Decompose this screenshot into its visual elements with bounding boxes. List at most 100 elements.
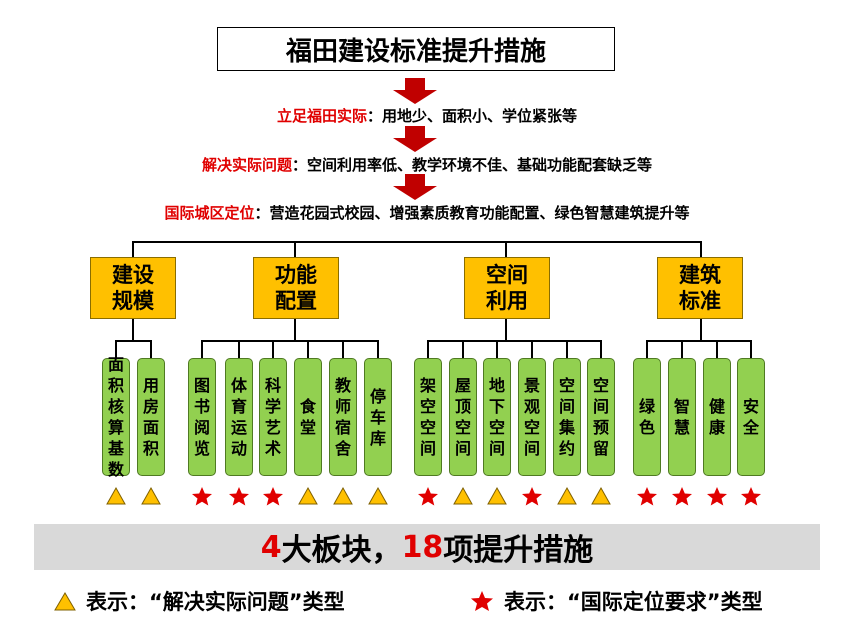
category-box-scale: 建设 规模 (90, 257, 176, 319)
measure-item-label: 体育运动 (231, 376, 248, 458)
category-line: 功能 (275, 263, 317, 287)
connector-line (600, 340, 602, 358)
measure-item: 绿色 (633, 358, 661, 476)
measure-item-label: 绿色 (639, 397, 656, 437)
category-box-building: 建筑 标准 (657, 257, 743, 319)
connector-line (150, 340, 152, 358)
measure-item: 体育运动 (225, 358, 253, 476)
measure-item-label: 科学艺术 (265, 376, 282, 458)
category-line: 利用 (486, 289, 528, 313)
measure-item-label: 安全 (743, 397, 760, 437)
measure-item-label: 架空空间 (420, 376, 437, 458)
summary-count-measures: 18 (401, 529, 444, 565)
connector-line (716, 340, 718, 358)
measure-item: 智慧 (668, 358, 696, 476)
category-box-function: 功能 配置 (253, 257, 339, 319)
measure-item: 食堂 (294, 358, 322, 476)
category-line: 建筑 (679, 263, 721, 287)
triangle-icon (106, 486, 126, 505)
connector-line (307, 340, 309, 358)
measure-item: 健康 (703, 358, 731, 476)
connector-line (115, 340, 117, 358)
diagram-title: 福田建设标准提升措施 (217, 27, 615, 71)
category-box-space: 空间 利用 (464, 257, 550, 319)
summary-text-1: 大板块， (281, 533, 402, 568)
connector-line (132, 241, 134, 257)
star-icon (707, 487, 727, 506)
context-row-3-label: 国际城区定位 (164, 204, 255, 222)
measure-item-label: 智慧 (674, 397, 691, 437)
connector-line (132, 241, 701, 243)
down-arrow-icon (393, 174, 437, 200)
star-icon (418, 487, 438, 506)
connector-line (294, 319, 296, 341)
context-row-1: 立足福田实际：用地少、面积小、学位紧张等 (0, 105, 854, 126)
down-arrow-icon (393, 126, 437, 152)
measure-item: 屋顶空间 (449, 358, 477, 476)
measure-item-label: 教师宿舍 (335, 376, 352, 458)
category-line: 空间 (486, 263, 528, 287)
connector-line (427, 340, 601, 342)
connector-line (505, 319, 507, 341)
measure-item: 图书阅览 (188, 358, 216, 476)
measure-item-label: 屋顶空间 (455, 376, 472, 458)
connector-line (427, 340, 429, 358)
measure-item-label: 食堂 (300, 397, 317, 437)
category-line: 建设 (112, 263, 154, 287)
star-icon (741, 487, 761, 506)
star-icon (471, 591, 493, 611)
star-icon (192, 487, 212, 506)
triangle-icon (453, 486, 473, 505)
connector-line (201, 340, 203, 358)
measure-item-label: 停车库 (370, 386, 387, 448)
star-icon (672, 487, 692, 506)
measure-item: 教师宿舍 (329, 358, 357, 476)
legend-star: 表示：“国际定位要求”类型 (470, 586, 763, 616)
connector-line (201, 340, 378, 342)
context-row-2: 解决实际问题：空间利用率低、教学环境不佳、基础功能配套缺乏等 (0, 154, 854, 175)
connector-line (294, 241, 296, 257)
connector-line (238, 340, 240, 358)
connector-line (342, 340, 344, 358)
triangle-icon (141, 486, 161, 505)
connector-line (566, 340, 568, 358)
connector-line (531, 340, 533, 358)
connector-line (496, 340, 498, 358)
triangle-icon (333, 486, 353, 505)
category-line: 配置 (275, 289, 317, 313)
triangle-icon (298, 486, 318, 505)
context-row-3: 国际城区定位：营造花园式校园、增强素质教育功能配置、绿色智慧建筑提升等 (0, 202, 854, 223)
connector-line (750, 340, 752, 358)
measure-item: 地下空间 (483, 358, 511, 476)
triangle-icon (557, 486, 577, 505)
measure-item: 空间预留 (587, 358, 615, 476)
measure-item: 安全 (737, 358, 765, 476)
measure-item: 面积核算基数 (102, 355, 130, 479)
connector-line (132, 319, 134, 341)
connector-line (681, 340, 683, 358)
triangle-icon (54, 592, 76, 611)
legend-triangle-text: 表示：“解决实际问题”类型 (86, 590, 345, 614)
measure-item: 景观空间 (518, 358, 546, 476)
connector-line (646, 340, 648, 358)
triangle-icon (487, 486, 507, 505)
measure-item-label: 景观空间 (524, 376, 541, 458)
star-icon (522, 487, 542, 506)
triangle-icon (591, 486, 611, 505)
measure-item: 空间集约 (553, 358, 581, 476)
connector-line (377, 340, 379, 358)
measure-item: 用房面积 (137, 358, 165, 476)
context-row-3-text: ：营造花园式校园、增强素质教育功能配置、绿色智慧建筑提升等 (254, 204, 690, 222)
context-row-1-text: ：用地少、面积小、学位紧张等 (367, 107, 578, 125)
star-icon (263, 487, 283, 506)
measure-item-label: 健康 (709, 397, 726, 437)
connector-line (272, 340, 274, 358)
connector-line (462, 340, 464, 358)
star-icon (637, 487, 657, 506)
star-icon (229, 487, 249, 506)
summary-text-2: 项提升措施 (443, 533, 594, 568)
measure-item-label: 面积核算基数 (108, 355, 125, 479)
connector-line (646, 340, 751, 342)
connector-line (115, 340, 151, 342)
